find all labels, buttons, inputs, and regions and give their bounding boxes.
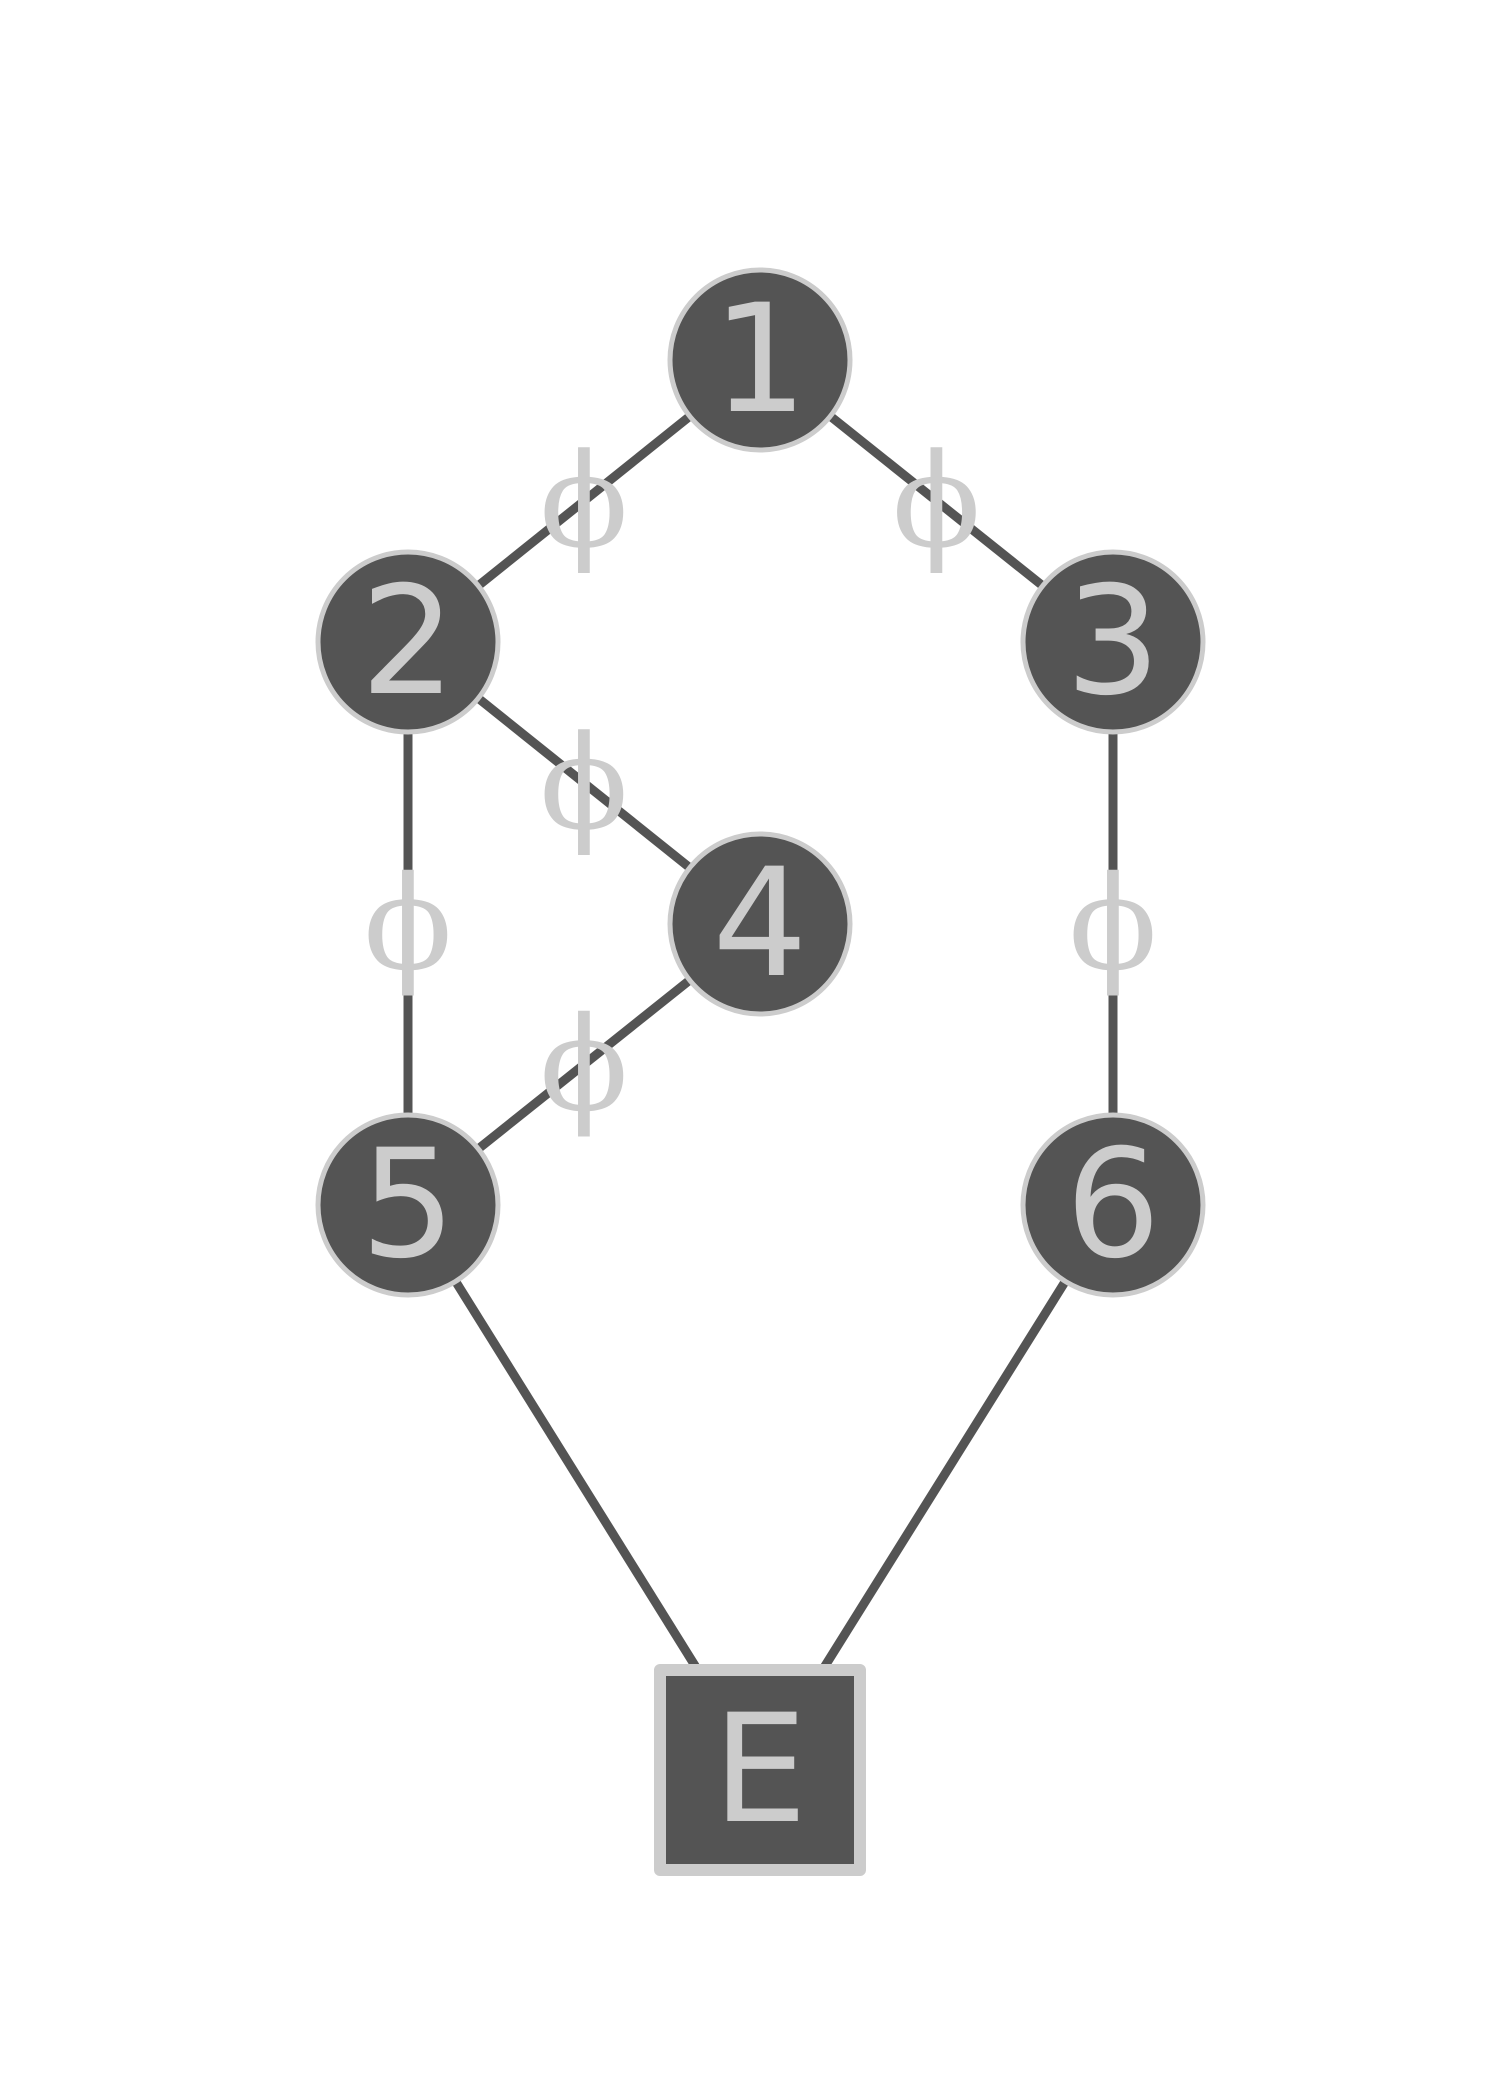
edges-layer	[403, 356, 1118, 1773]
node-4-circle	[667, 831, 853, 1017]
node-3: 3	[1020, 549, 1206, 735]
node-3-circle	[1020, 549, 1206, 735]
node-5-label: 5	[360, 1118, 455, 1292]
node-5: 5	[315, 1112, 501, 1298]
node-6: 6	[1020, 1112, 1206, 1298]
edge-label-4-5: ϕ	[540, 989, 629, 1141]
node-1-label: 1	[712, 273, 807, 447]
node-3-label: 3	[1065, 555, 1160, 729]
node-4: 4	[667, 831, 853, 1017]
node-4-label: 4	[712, 837, 807, 1011]
edge-label-2-5: ϕ	[364, 848, 453, 1000]
node-E-label: E	[713, 1683, 808, 1857]
node-6-label: 6	[1065, 1118, 1160, 1292]
node-1-circle	[667, 267, 853, 453]
node-E: E	[654, 1664, 866, 1876]
node-6-circle	[1020, 1112, 1206, 1298]
node-5-circle	[315, 1112, 501, 1298]
node-2: 2	[315, 549, 501, 735]
edge-label-3-6: ϕ	[1069, 848, 1158, 1000]
node-E-square	[654, 1664, 866, 1876]
edge-label-2-4: ϕ	[540, 707, 629, 859]
node-2-label: 2	[360, 555, 455, 729]
node-1: 1	[667, 267, 853, 453]
edge-label-1-2: ϕ	[540, 425, 629, 577]
nodes-layer: 1 2 3 4 5 6E	[315, 267, 1206, 1876]
edge-label-1-3: ϕ	[892, 425, 981, 577]
node-2-circle	[315, 549, 501, 735]
